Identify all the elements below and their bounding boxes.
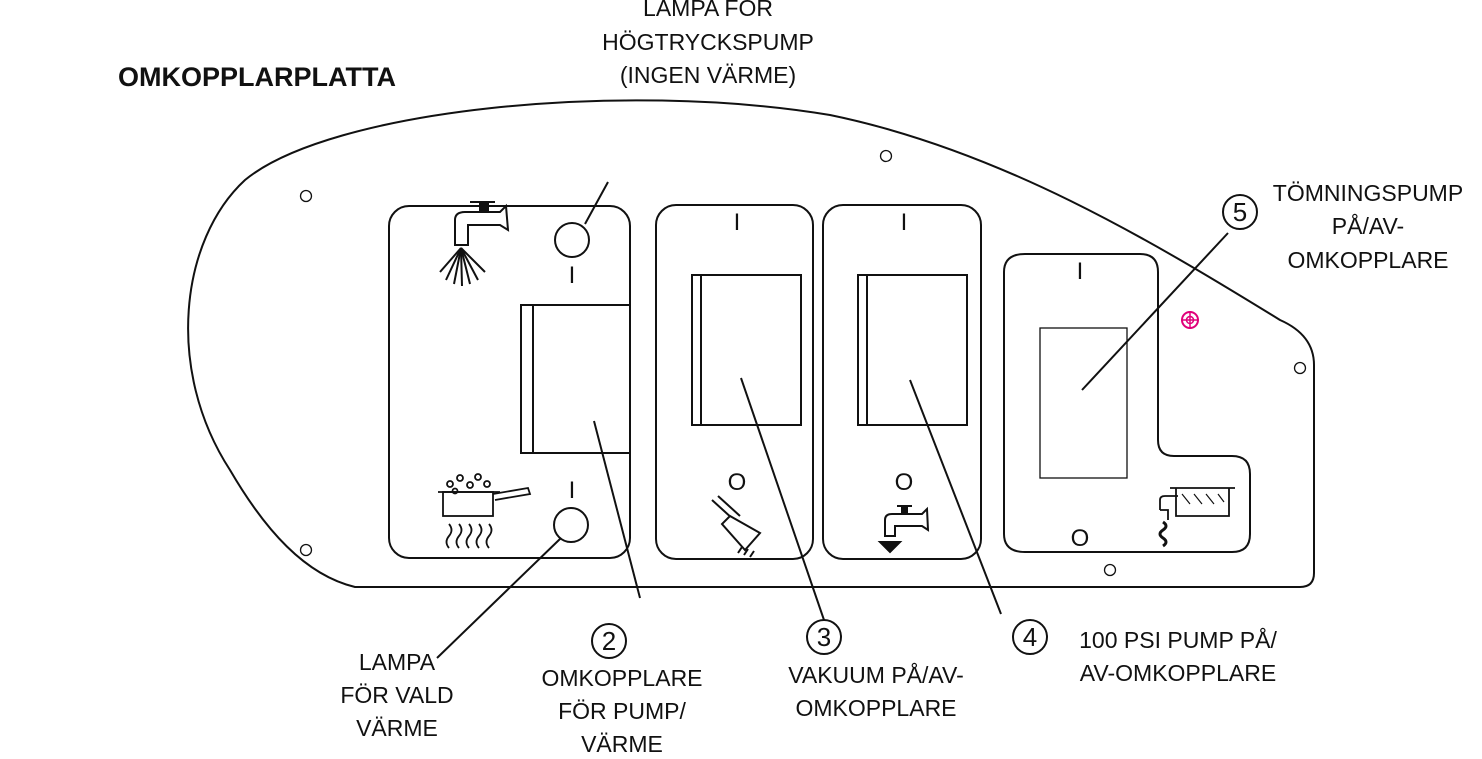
svg-text:4: 4 xyxy=(1023,622,1037,652)
svg-text:LAMPA: LAMPA xyxy=(359,649,436,675)
drain-pump-module xyxy=(1003,253,1251,553)
off-mark: O xyxy=(1071,525,1090,552)
on-mark: I xyxy=(569,262,576,289)
svg-text:TÖMNINGSPUMP: TÖMNINGSPUMP xyxy=(1273,180,1463,206)
svg-text:VÄRME: VÄRME xyxy=(356,715,438,741)
svg-text:PÅ/AV-: PÅ/AV- xyxy=(1332,212,1404,239)
on-mark: I xyxy=(734,209,741,236)
mounting-hole xyxy=(1293,361,1307,375)
svg-text:OMKOPPLARE: OMKOPPLARE xyxy=(795,695,956,721)
leader-line xyxy=(1081,232,1229,391)
mounting-hole xyxy=(879,149,893,163)
grounding-screw-icon xyxy=(1181,311,1199,329)
drain-pump-switch[interactable] xyxy=(1039,327,1128,479)
svg-text:LAMPA FÖR: LAMPA FÖR xyxy=(643,0,773,21)
svg-text:FÖR VALD: FÖR VALD xyxy=(340,682,453,708)
psi-pump-module xyxy=(822,204,982,560)
callout-2: 2 xyxy=(591,623,627,659)
svg-text:FÖR PUMP/: FÖR PUMP/ xyxy=(558,698,686,724)
svg-text:(INGEN VÄRME): (INGEN VÄRME) xyxy=(620,62,796,88)
svg-text:VAKUUM PÅ/AV-: VAKUUM PÅ/AV- xyxy=(788,661,964,688)
svg-text:AV-OMKOPPLARE: AV-OMKOPPLARE xyxy=(1080,660,1276,686)
svg-text:OMKOPPLARE: OMKOPPLARE xyxy=(541,665,702,691)
mounting-hole xyxy=(1103,563,1117,577)
mounting-hole xyxy=(299,543,313,557)
page-title: OMKOPPLARPLATTA xyxy=(118,62,396,92)
callout-3: 3 xyxy=(806,619,842,655)
on-mark: I xyxy=(1077,258,1084,285)
svg-text:OMKOPPLARE: OMKOPPLARE xyxy=(1287,247,1448,273)
svg-text:2: 2 xyxy=(602,626,616,656)
vacuum-wand-icon xyxy=(711,495,762,558)
vacuum-switch[interactable] xyxy=(691,274,802,426)
faucet-icon xyxy=(877,505,930,554)
pump-heat-switch[interactable] xyxy=(520,304,631,454)
leader-line xyxy=(740,377,825,621)
leader-line xyxy=(436,537,562,659)
label-100psi-switch: 100 PSI PUMP PÅ/ AV-OMKOPPLARE xyxy=(1079,626,1277,686)
label-drain-switch: TÖMNINGSPUMP PÅ/AV- OMKOPPLARE xyxy=(1273,180,1463,273)
selected-heat-lamp xyxy=(553,507,589,543)
label-vacuum-switch: VAKUUM PÅ/AV- OMKOPPLARE xyxy=(788,661,964,721)
svg-text:HÖGTRYCKSPUMP: HÖGTRYCKSPUMP xyxy=(602,29,814,55)
label-pump-heat-switch: OMKOPPLARE FÖR PUMP/ VÄRME xyxy=(541,665,702,757)
faucet-spray-icon xyxy=(439,201,510,287)
svg-text:VÄRME: VÄRME xyxy=(581,731,663,757)
callout-5: 5 xyxy=(1222,194,1258,230)
psi-pump-switch[interactable] xyxy=(857,274,968,426)
high-pressure-lamp xyxy=(554,222,590,258)
label-selected-heat-lamp: LAMPA FÖR VALD VÄRME xyxy=(340,649,453,741)
callout-4: 4 xyxy=(1012,619,1048,655)
off-mark: O xyxy=(895,469,914,496)
svg-text:100 PSI PUMP PÅ/: 100 PSI PUMP PÅ/ xyxy=(1079,626,1277,653)
cooking-pot-heat-icon xyxy=(438,473,532,549)
leader-line xyxy=(593,420,641,599)
leader-line xyxy=(584,181,609,225)
on-mark: I xyxy=(569,477,576,504)
label-high-pressure-lamp: LAMPA FÖR HÖGTRYCKSPUMP (INGEN VÄRME) xyxy=(602,0,814,88)
off-mark: O xyxy=(728,469,747,496)
svg-text:3: 3 xyxy=(817,622,831,652)
on-mark: I xyxy=(901,209,908,236)
drain-tank-icon xyxy=(1158,487,1235,548)
vacuum-module xyxy=(655,204,814,560)
leader-line xyxy=(909,379,1002,615)
panel-outline xyxy=(187,99,1315,588)
mounting-hole xyxy=(299,189,313,203)
svg-text:5: 5 xyxy=(1233,197,1247,227)
